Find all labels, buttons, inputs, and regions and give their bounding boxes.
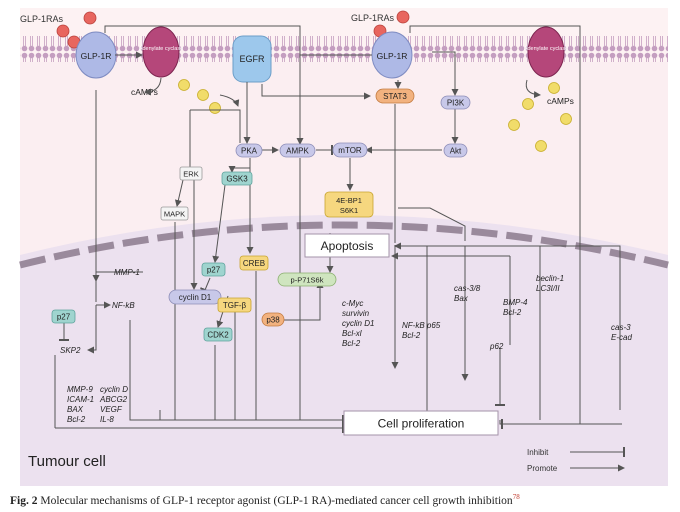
p70s6k-label: p-P71S6k <box>291 276 324 285</box>
apoptosis-box <box>304 233 390 258</box>
egfr-receptor <box>232 35 272 83</box>
ligand-label-right: GLP-1RAs <box>351 13 395 23</box>
p62-label: p62 <box>489 342 504 351</box>
adenylate-cyclase-right <box>527 26 565 78</box>
p27-node <box>201 262 226 277</box>
creb-node <box>239 255 269 271</box>
figure-caption: Fig. 2 Molecular mechanisms of GLP-1 rec… <box>10 493 675 507</box>
skp2-label: SKP2 <box>60 346 81 355</box>
p38-node <box>261 312 285 327</box>
camps-label-left: cAMPs <box>131 87 158 97</box>
gene-left-2: BAX <box>67 405 84 414</box>
legend: Inhibit Promote <box>527 447 625 473</box>
nfkb-p65-label: NF-kB p65 <box>402 321 441 330</box>
cell-membrane <box>20 36 668 62</box>
legend-inhibit-label: Inhibit <box>527 448 549 457</box>
akt-node <box>443 143 468 158</box>
gene-left-1: ICAM-1 <box>67 395 94 404</box>
gsk3-node <box>221 171 253 186</box>
cdk2-label: CDK2 <box>207 331 229 340</box>
erk-label: ERK <box>183 170 198 179</box>
cas38-label: cas-3/8 <box>454 284 481 293</box>
mtor-label: mTOR <box>338 146 362 155</box>
gsk3-label: GSK3 <box>226 175 248 184</box>
bmp4-bcl2-label: Bcl-2 <box>503 308 522 317</box>
pka-label: PKA <box>241 147 258 156</box>
ampk-node <box>279 143 316 158</box>
caption-reference: 78 <box>512 493 520 501</box>
cell-proliferation-box <box>343 410 499 436</box>
ligand-label-left: GLP-1RAs <box>20 14 64 24</box>
p27-label: p27 <box>207 266 221 275</box>
ecad-label: E-cad <box>611 333 632 342</box>
mapk-label: MAPK <box>164 210 185 219</box>
pka-node <box>235 143 263 158</box>
akt-label: Akt <box>450 147 462 156</box>
stat3-label: STAT3 <box>383 92 407 101</box>
nfkb-label: NF-kB <box>112 301 135 310</box>
adenylate-cyclase-left <box>142 26 180 78</box>
gene-right-1: ABCG2 <box>99 395 128 404</box>
p27-left-label: p27 <box>57 313 71 322</box>
p70s6k-node <box>277 272 337 287</box>
apoptosis-label: Apoptosis <box>321 239 374 253</box>
gene-mid-0: c-Myc <box>342 299 363 308</box>
mapk-node <box>160 206 189 221</box>
adenylate-label-right: Adenylate cyclase <box>524 46 568 52</box>
glp1r-label-left: GLP-1R <box>81 51 112 61</box>
nucleus-region <box>20 215 668 486</box>
ampk-label: AMPK <box>286 147 309 156</box>
pi3k-node <box>440 95 471 110</box>
p38-label: p38 <box>266 316 280 325</box>
gene-mid-3: Bcl-xl <box>342 329 362 338</box>
cyclin-d1-label: cyclin D1 <box>179 293 212 302</box>
cas3-label: cas-3 <box>611 323 631 332</box>
camps-label-right: cAMPs <box>547 96 574 106</box>
gene-left-0: MMP-9 <box>67 385 93 394</box>
camp-molecules-right <box>508 82 572 152</box>
pathway-diagram: GLP-1RAs GLP-1RAs GLP-1R GLP-1R Adenylat… <box>19 8 669 486</box>
camp-molecules-left <box>178 79 221 114</box>
mmp1-label: MMP-1 <box>114 268 140 277</box>
pi3k-label: PI3K <box>447 99 465 108</box>
pathway-arrows <box>54 25 622 433</box>
tumour-cell-label: Tumour cell <box>28 453 106 470</box>
legend-promote-label: Promote <box>527 464 558 473</box>
stat3-node <box>375 88 415 104</box>
glp1r-label-right: GLP-1R <box>377 51 408 61</box>
egfr-label: EGFR <box>239 54 265 64</box>
nfkb-bcl2-label: Bcl-2 <box>402 331 421 340</box>
erk-node <box>179 166 203 181</box>
gene-mid-2: cyclin D1 <box>342 319 374 328</box>
gene-mid-4: Bcl-2 <box>342 339 361 348</box>
adenylate-label-left: Adenylate cyclase <box>139 46 183 52</box>
p27-left-node <box>51 309 76 324</box>
s6k1-label: S6K1 <box>340 206 358 215</box>
tgf-beta-label: TGF-β <box>223 301 247 310</box>
beclin-label: beclin-1 <box>536 274 564 283</box>
gene-mid-1: survivin <box>342 309 370 318</box>
cdk2-node <box>203 327 233 342</box>
mtor-node <box>332 142 368 158</box>
tgf-beta-node <box>217 297 252 313</box>
creb-label: CREB <box>243 259 265 268</box>
caption-text: Molecular mechanisms of GLP-1 receptor a… <box>37 494 513 507</box>
ebp1-s6k1-node <box>324 191 374 218</box>
gene-left-3: Bcl-2 <box>67 415 86 424</box>
cell-proliferation-label: Cell proliferation <box>378 417 465 431</box>
bax-label: Bax <box>454 294 469 303</box>
caption-label: Fig. 2 <box>10 494 38 507</box>
gene-right-3: IL-8 <box>100 415 114 424</box>
cyclin-d1-node <box>168 289 222 305</box>
lc3-label: LC3I/II <box>536 284 560 293</box>
gene-right-0: cyclin D <box>100 385 128 394</box>
ligand-left <box>56 11 97 49</box>
ebp1-label: 4E-BP1 <box>336 196 362 205</box>
gene-right-2: VEGF <box>100 405 123 414</box>
bmp4-label: BMP-4 <box>503 298 528 307</box>
